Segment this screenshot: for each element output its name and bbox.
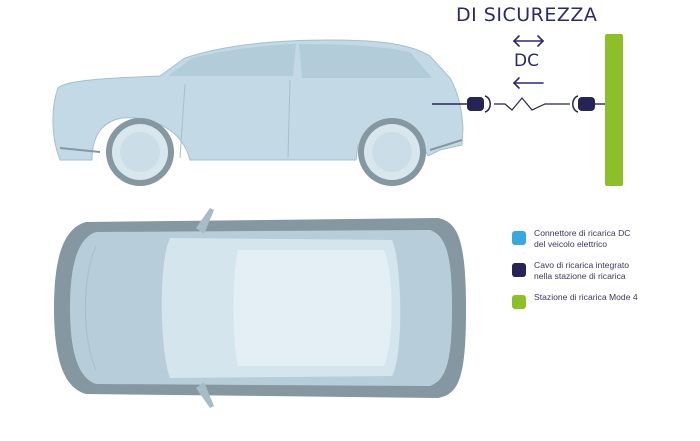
double-arrow-icon xyxy=(512,35,545,47)
blue-swatch-icon xyxy=(512,231,526,245)
legend-label: Cavo di ricarica integrato nella stazion… xyxy=(534,260,630,281)
charging-station xyxy=(605,34,623,186)
legend-label: Connettore di ricarica DC del veicolo el… xyxy=(534,228,631,249)
legend-item-charging-station: Stazione di ricarica Mode 4 xyxy=(512,292,692,309)
legend: Connettore di ricarica DC del veicolo el… xyxy=(512,228,692,319)
left-arrow-icon xyxy=(512,77,544,89)
vehicle-connector-icon xyxy=(467,97,484,111)
station-connector-icon xyxy=(578,97,595,111)
green-swatch-icon xyxy=(512,295,526,309)
diagram-title: DI SICUREZZA xyxy=(456,4,598,26)
legend-label: Stazione di ricarica Mode 4 xyxy=(534,292,638,302)
left-mirror xyxy=(196,208,214,234)
car-top-view xyxy=(54,208,466,408)
charging-connection xyxy=(432,95,606,113)
car-side-view xyxy=(52,39,464,186)
dc-label: DC xyxy=(514,51,539,71)
navy-swatch-icon xyxy=(512,263,526,277)
right-mirror xyxy=(196,382,214,408)
legend-item-integrated-cable: Cavo di ricarica integrato nella stazion… xyxy=(512,260,692,282)
legend-item-dc-connector: Connettore di ricarica DC del veicolo el… xyxy=(512,228,692,250)
